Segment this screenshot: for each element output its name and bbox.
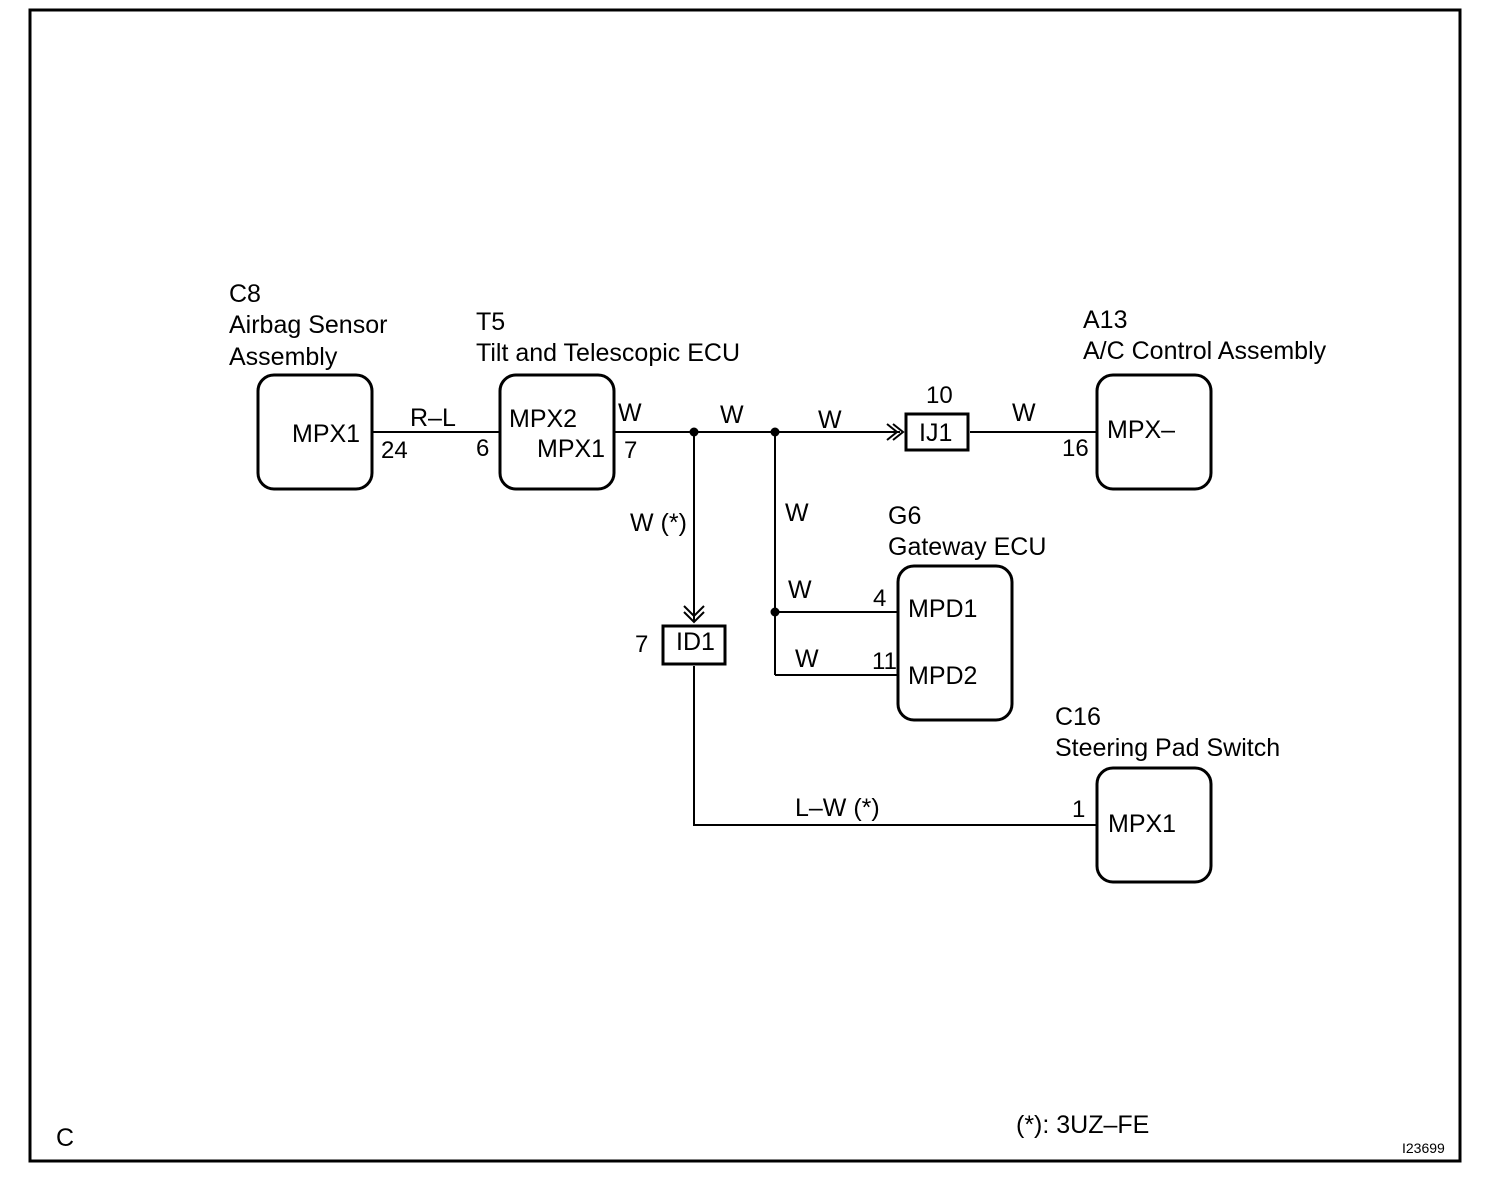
g6-terminal2: MPD2	[908, 662, 977, 690]
a13-code: A13	[1083, 306, 1127, 334]
wire-label-vertical-g6: W	[785, 499, 809, 527]
wire-label-to-ij1: W	[818, 406, 842, 434]
g6-pin2: 11	[872, 648, 897, 675]
wire-label-mid: W	[720, 401, 744, 429]
id1-connector-box	[661, 624, 727, 666]
g6-terminal1: MPD1	[908, 595, 977, 623]
c8-name-line2: Assembly	[229, 343, 338, 371]
wire-label-id1-c16: L–W (*)	[795, 794, 880, 822]
a13-terminal: MPX–	[1107, 416, 1175, 444]
t5-code: T5	[476, 308, 505, 336]
connector-arrow-icon	[683, 605, 705, 618]
wire-label-t5-out: W	[618, 399, 642, 427]
junction-dot	[770, 607, 780, 617]
footnote: (*): 3UZ–FE	[1016, 1111, 1149, 1139]
c8-name-line1: Airbag Sensor	[229, 311, 387, 339]
g6-pin1: 4	[873, 585, 886, 612]
t5-terminal-out: MPX1	[537, 435, 605, 463]
g6-name: Gateway ECU	[888, 533, 1046, 561]
wire-label-ij1-a13: W	[1012, 399, 1036, 427]
a13-ac-control-box	[1095, 373, 1213, 491]
t5-pin-out: 7	[624, 437, 637, 464]
c16-code: C16	[1055, 703, 1101, 731]
wire-label-to-mpd2: W	[795, 645, 819, 673]
ij1-connector-box	[904, 412, 970, 452]
t5-terminal-in: MPX2	[509, 405, 577, 433]
connector-arrow-icon	[683, 611, 705, 624]
wire-label-down-id1: W (*)	[630, 509, 687, 537]
c16-steering-pad-switch-box	[1095, 766, 1213, 884]
connector-arrow-icon	[886, 423, 899, 441]
a13-name: A/C Control Assembly	[1083, 337, 1327, 365]
g6-gateway-ecu-box	[896, 564, 1014, 722]
wire-label-c8-t5: R–L	[410, 404, 456, 432]
id1-pin: 7	[635, 631, 648, 658]
g6-code: G6	[888, 502, 921, 530]
ij1-name: IJ1	[919, 419, 952, 447]
c8-code: C8	[229, 280, 261, 308]
connector-arrow-icon	[892, 423, 905, 441]
corner-label: C	[56, 1124, 74, 1152]
c8-pin: 24	[381, 437, 408, 464]
t5-pin-in: 6	[476, 435, 489, 462]
t5-tilt-telescopic-ecu-box	[498, 373, 616, 491]
junction-dot	[770, 427, 780, 437]
c16-pin: 1	[1072, 796, 1085, 823]
id1-name: ID1	[676, 628, 715, 656]
c16-terminal: MPX1	[1108, 810, 1176, 838]
t5-name: Tilt and Telescopic ECU	[476, 339, 740, 367]
c8-airbag-sensor-box	[256, 373, 374, 491]
junction-dot	[689, 427, 699, 437]
c8-terminal: MPX1	[292, 420, 360, 448]
a13-pin: 16	[1062, 435, 1089, 462]
ij1-pin: 10	[926, 382, 953, 409]
wire-label-to-mpd1: W	[788, 576, 812, 604]
diagram-frame	[28, 8, 1462, 1163]
c16-name: Steering Pad Switch	[1055, 734, 1280, 762]
wire-id1-c16	[693, 666, 1097, 826]
figure-id: I23699	[1402, 1140, 1445, 1156]
